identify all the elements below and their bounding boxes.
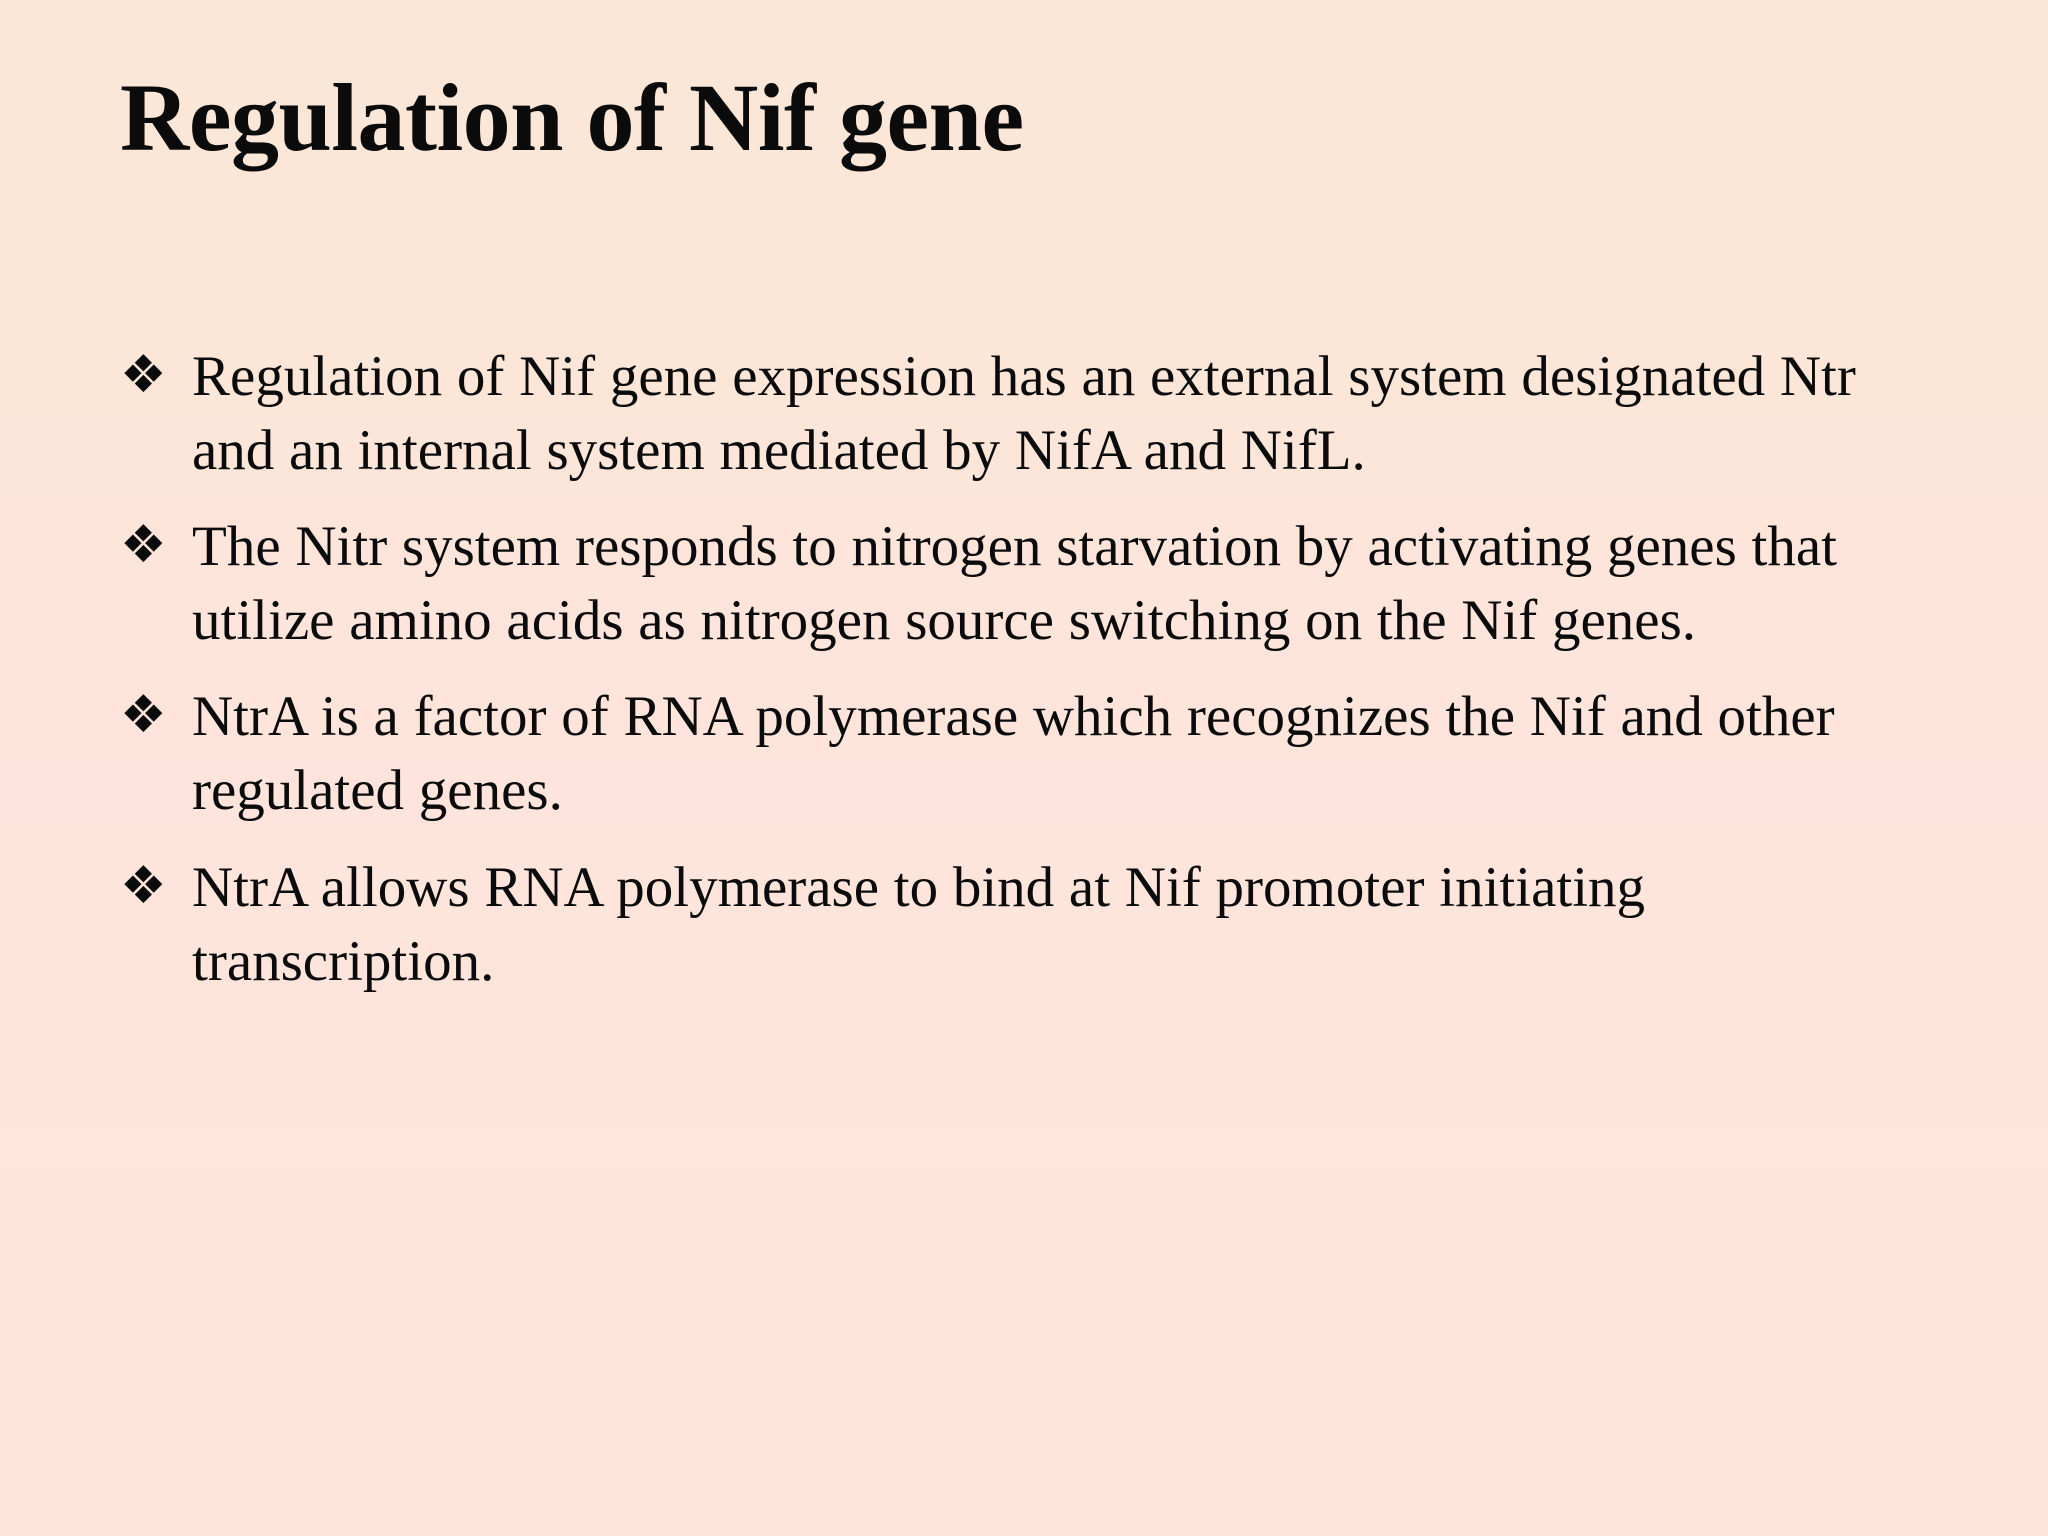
list-item: ❖ NtrA is a factor of RNA polymerase whi… — [120, 680, 1960, 828]
diamond-cluster-bullet-icon: ❖ — [120, 855, 167, 916]
list-item-text: Regulation of Nif gene expression has an… — [192, 345, 1856, 483]
bullet-list: ❖ Regulation of Nif gene expression has … — [120, 340, 1960, 1021]
list-item: ❖ The Nitr system responds to nitrogen s… — [120, 510, 1960, 658]
diamond-cluster-bullet-icon: ❖ — [120, 685, 167, 746]
list-item-text: NtrA allows RNA polymerase to bind at Ni… — [192, 855, 1646, 993]
diamond-cluster-bullet-icon: ❖ — [120, 345, 167, 405]
page-title: Regulation of Nif gene — [120, 64, 1024, 171]
list-item: ❖ Regulation of Nif gene expression has … — [120, 340, 1960, 488]
list-item-text: The Nitr system responds to nitrogen sta… — [192, 515, 1837, 653]
list-item-text: NtrA is a factor of RNA polymerase which… — [192, 685, 1835, 823]
diamond-cluster-bullet-icon: ❖ — [120, 515, 167, 576]
list-item: ❖ NtrA allows RNA polymerase to bind at … — [120, 851, 1960, 999]
